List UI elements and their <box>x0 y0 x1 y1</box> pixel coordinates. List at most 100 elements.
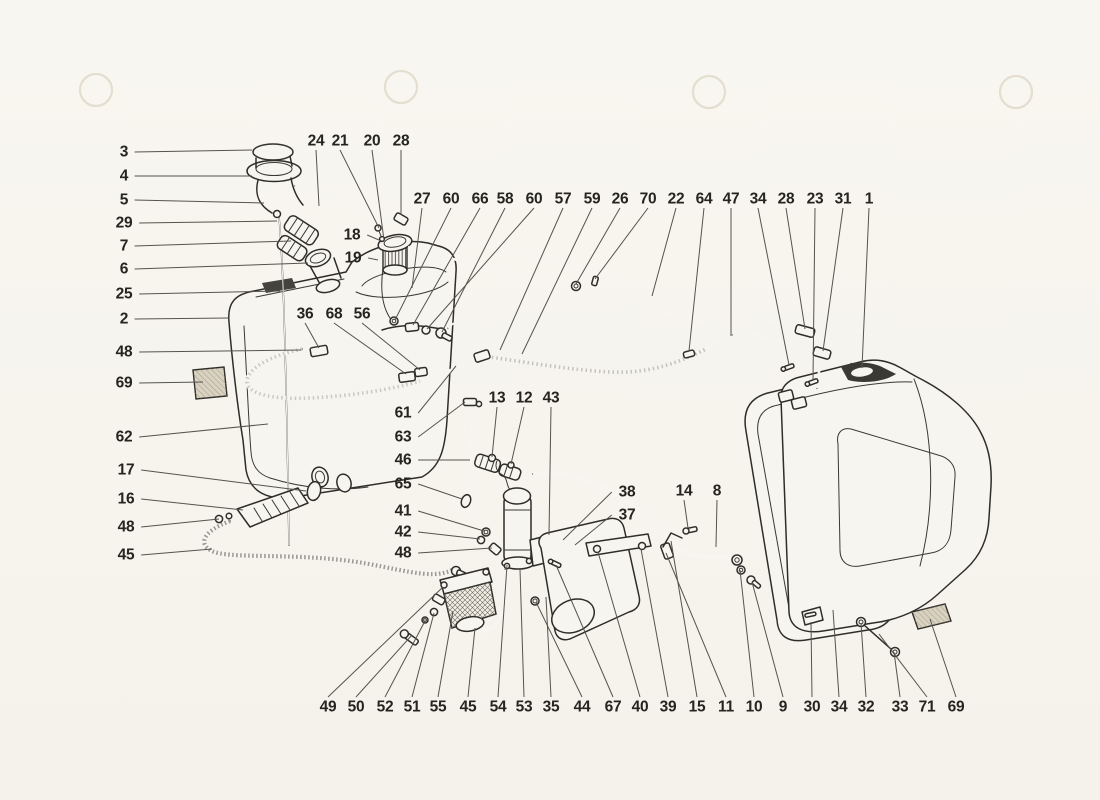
callout-48-leader <box>141 518 220 528</box>
stud-head <box>804 381 811 388</box>
callout-34-leader <box>757 207 790 366</box>
hoses-and-pipes <box>202 183 853 634</box>
drain-port <box>336 473 352 493</box>
shield-stud <box>547 558 562 569</box>
left-tank-body <box>228 240 457 499</box>
callout-48-label: 48 <box>395 545 412 562</box>
filler-cap-flange-inner <box>255 162 293 176</box>
callout-29-label: 29 <box>116 215 133 232</box>
banjo-bolt-shank <box>441 332 453 342</box>
callout-20-leader <box>371 149 385 241</box>
callout-28-label: 28 <box>778 191 795 208</box>
callout-48-label: 48 <box>118 519 135 536</box>
callout-62-label: 62 <box>116 429 133 446</box>
callout-53-leader <box>519 568 525 698</box>
callout-59-label: 59 <box>584 191 601 208</box>
callout-7-label: 7 <box>120 238 128 255</box>
callout-70-leader <box>594 207 649 280</box>
callout-38-label: 38 <box>619 484 636 501</box>
callout-19-leader <box>368 257 379 261</box>
filler-cap-stem <box>255 155 293 169</box>
callout-51-leader <box>411 612 435 698</box>
callout-55-label: 55 <box>430 699 447 716</box>
mounting-pad-left-hatch <box>193 367 227 399</box>
sleeve-band-lower <box>276 234 308 262</box>
callout-45-leader <box>467 627 476 698</box>
right-fuel-tank <box>744 359 992 658</box>
bracket-bolt <box>637 541 647 551</box>
hex-nut-inner <box>483 529 489 535</box>
lower-neck <box>309 257 342 285</box>
callout-31-label: 31 <box>835 191 852 208</box>
callout-2-label: 2 <box>120 311 128 328</box>
sender-base <box>382 264 408 276</box>
callout-68-label: 68 <box>326 306 343 323</box>
callout-37-label: 37 <box>619 507 636 524</box>
union-fitting <box>488 542 502 556</box>
right-tank-crease <box>913 378 932 567</box>
callout-46-label: 46 <box>395 452 412 469</box>
filter-bottom-dome <box>455 615 485 633</box>
callout-70-label: 70 <box>640 191 657 208</box>
valve-ribs <box>479 455 514 478</box>
drain-grommet <box>306 480 322 502</box>
callout-48-leader <box>139 349 302 353</box>
shield-nut <box>530 596 540 606</box>
callout-51-label: 51 <box>404 699 421 716</box>
hose-clamp <box>393 212 409 226</box>
callout-9-leader <box>751 581 784 698</box>
callout-7-leader <box>134 240 292 247</box>
callout-8-leader <box>715 499 718 548</box>
callout-1-leader <box>861 207 870 369</box>
callout-50-label: 50 <box>348 699 365 716</box>
stud-head <box>780 366 787 373</box>
inlet-nut <box>429 607 439 617</box>
callout-31-leader <box>822 207 844 352</box>
punch-hole <box>998 74 1034 110</box>
callout-3-leader <box>134 149 253 153</box>
callout-59-leader <box>521 207 593 355</box>
callout-45-leader <box>141 548 213 556</box>
callout-61-label: 61 <box>395 405 412 422</box>
pipe-tab-b <box>790 396 808 410</box>
callout-43-label: 43 <box>543 390 560 407</box>
callout-61-leader <box>417 365 457 414</box>
callout-66-label: 66 <box>472 191 489 208</box>
callout-26-label: 26 <box>612 191 629 208</box>
callout-68-leader <box>333 322 407 375</box>
callout-21-leader <box>339 149 380 229</box>
braided-hose <box>203 520 453 575</box>
callout-22-leader <box>651 207 677 297</box>
pipe-grommet <box>460 493 472 509</box>
callout-35-label: 35 <box>543 699 560 716</box>
callout-36-leader <box>304 322 320 349</box>
pump-dome <box>502 487 532 505</box>
banjo-ring-inner <box>391 318 397 324</box>
callout-16-leader <box>141 498 244 511</box>
filter-body-hatch <box>444 582 496 628</box>
right-tank-top-inner-line <box>793 381 913 401</box>
callout-6-leader <box>134 262 309 270</box>
callout-44-leader <box>535 601 583 698</box>
callout-24-label: 24 <box>308 133 325 150</box>
callout-34-leader <box>832 609 840 698</box>
callout-24-leader <box>315 149 320 207</box>
callout-42-leader <box>418 531 481 540</box>
callout-60-leader <box>426 207 535 330</box>
callout-32-leader <box>860 622 867 698</box>
punch-hole <box>691 74 727 110</box>
callout-57-label: 57 <box>555 191 572 208</box>
callout-38-leader <box>562 491 613 541</box>
callout-52-label: 52 <box>377 699 394 716</box>
callout-56-leader <box>361 322 421 371</box>
mounting-pad-right-hatch <box>912 604 951 629</box>
callout-52-leader <box>384 620 426 698</box>
callout-60-label: 60 <box>526 191 543 208</box>
drain-cone <box>236 487 309 528</box>
crossover-hose-stipple <box>482 347 707 375</box>
callout-17-label: 17 <box>118 462 135 479</box>
callout-23-label: 23 <box>807 191 824 208</box>
callout-3-label: 3 <box>120 144 129 161</box>
linkage-rod <box>863 624 892 650</box>
